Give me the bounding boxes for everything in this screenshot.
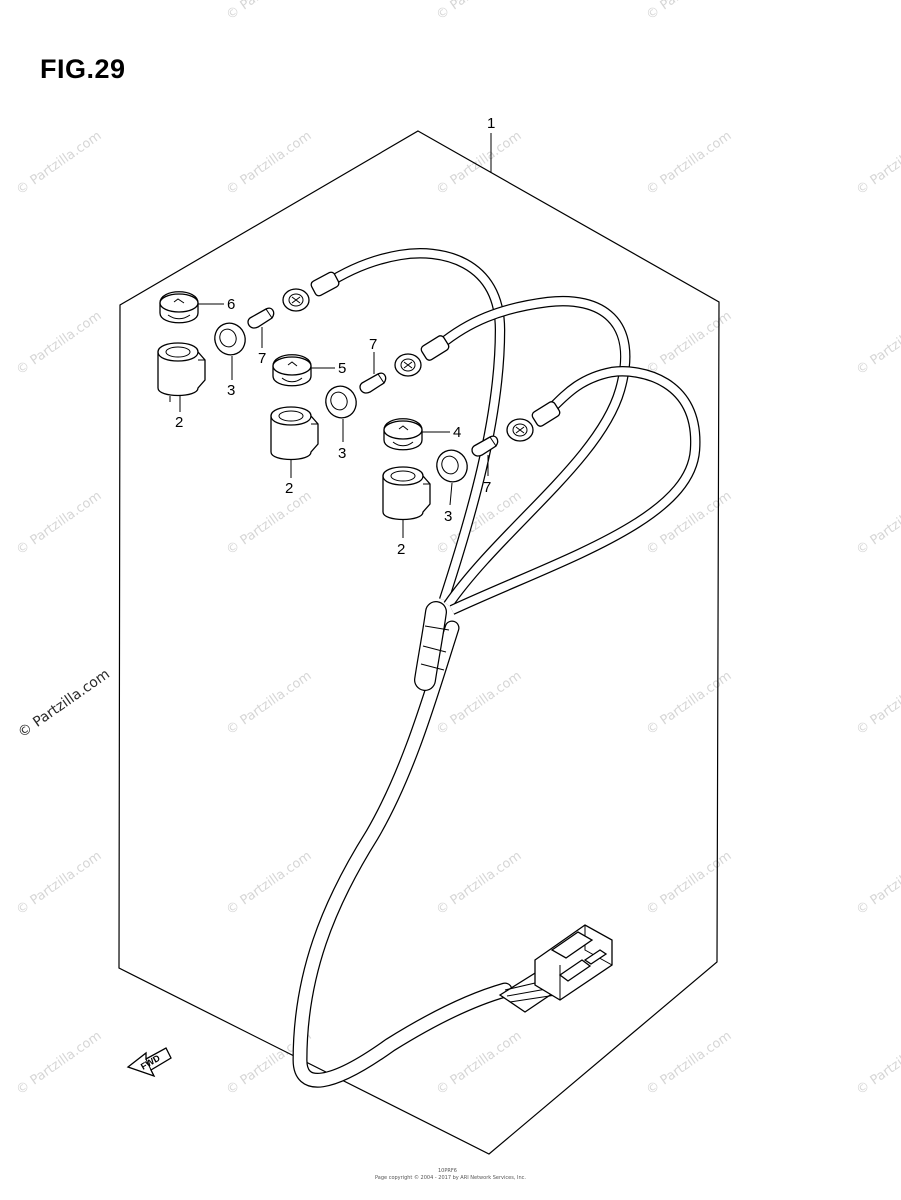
figure-title: FIG.29: [40, 54, 126, 84]
watermark: © Partzilla.com: [644, 668, 735, 738]
callout-label-7: 7: [369, 336, 377, 353]
harness-connector-top: [282, 271, 340, 312]
harness-connector-middle: [394, 335, 450, 377]
assembly-outline: [118, 130, 720, 1155]
footer-copyright: Page copyright © 2004 - 2017 by ARI Netw…: [375, 1174, 526, 1181]
watermark: © Partzilla.com: [224, 128, 315, 198]
watermark: © Partzilla.com: [644, 308, 735, 378]
watermark: © Partzilla.com: [644, 128, 735, 198]
bulb-socket: [270, 406, 319, 461]
watermark: © Partzilla.com: [434, 668, 525, 738]
watermark: © Partzilla.com: [854, 1028, 901, 1098]
callout-label-3: 3: [338, 445, 346, 462]
grommet-washer: [436, 449, 468, 483]
callout-label-2: 2: [285, 480, 293, 497]
grommet-washer: [325, 385, 357, 419]
watermark: © Partzilla.com: [434, 0, 525, 23]
watermark: © Partzilla.com: [14, 308, 105, 378]
callout-label-1: 1: [487, 115, 495, 132]
watermark: © Partzilla.com: [644, 0, 735, 23]
bulb-cap-4: [383, 418, 423, 451]
watermark: © Partzilla.com: [854, 848, 901, 918]
grommet-washer: [214, 322, 246, 356]
watermark: © Partzilla.com: [14, 1028, 105, 1098]
watermark: © Partzilla.com: [854, 488, 901, 558]
watermark: © Partzilla.com: [644, 848, 735, 918]
watermark: © Partzilla.com: [854, 128, 901, 198]
bulb-cap-6: [159, 291, 199, 324]
main-harness-connector: [498, 924, 613, 1013]
callout-label-4: 4: [453, 424, 461, 441]
callout-label-2: 2: [175, 414, 183, 431]
wedge-bulb: [471, 435, 499, 457]
watermark: © Partzilla.com: [224, 488, 315, 558]
wedge-bulb: [247, 307, 275, 329]
callout-label-2: 2: [397, 541, 405, 558]
callout-label-6: 6: [227, 296, 235, 313]
watermark: © Partzilla.com: [224, 848, 315, 918]
wedge-bulb: [359, 372, 387, 394]
callout-label-3: 3: [444, 508, 452, 525]
watermark: © Partzilla.com: [434, 128, 525, 198]
leader-line-3: [449, 482, 453, 506]
wire-harness: [292, 248, 701, 1088]
callout-label-5: 5: [338, 360, 346, 377]
watermark: © Partzilla.com: [224, 0, 315, 23]
callout-label-7: 7: [483, 479, 491, 496]
watermark: © Partzilla.com: [854, 308, 901, 378]
watermark-prominent: © Partzilla.com: [15, 666, 113, 741]
watermark: © Partzilla.com: [14, 848, 105, 918]
watermark: © Partzilla.com: [434, 848, 525, 918]
callout-label-3: 3: [227, 382, 235, 399]
bulb-cap-5: [272, 354, 312, 387]
watermark: © Partzilla.com: [14, 488, 105, 558]
watermark: © Partzilla.com: [224, 668, 315, 738]
bulb-socket: [157, 342, 206, 402]
callout-label-7: 7: [258, 350, 266, 367]
watermark: © Partzilla.com: [434, 1028, 525, 1098]
watermark: © Partzilla.com: [644, 488, 735, 558]
watermark: © Partzilla.com: [644, 1028, 735, 1098]
harness-connector-lower: [506, 401, 561, 442]
fwd-arrow-icon: FWD: [126, 1047, 172, 1078]
watermark: © Partzilla.com: [854, 668, 901, 738]
watermark: © Partzilla.com: [14, 128, 105, 198]
bulb-socket: [382, 466, 431, 521]
footer-code: 10PRF6: [438, 1168, 457, 1174]
